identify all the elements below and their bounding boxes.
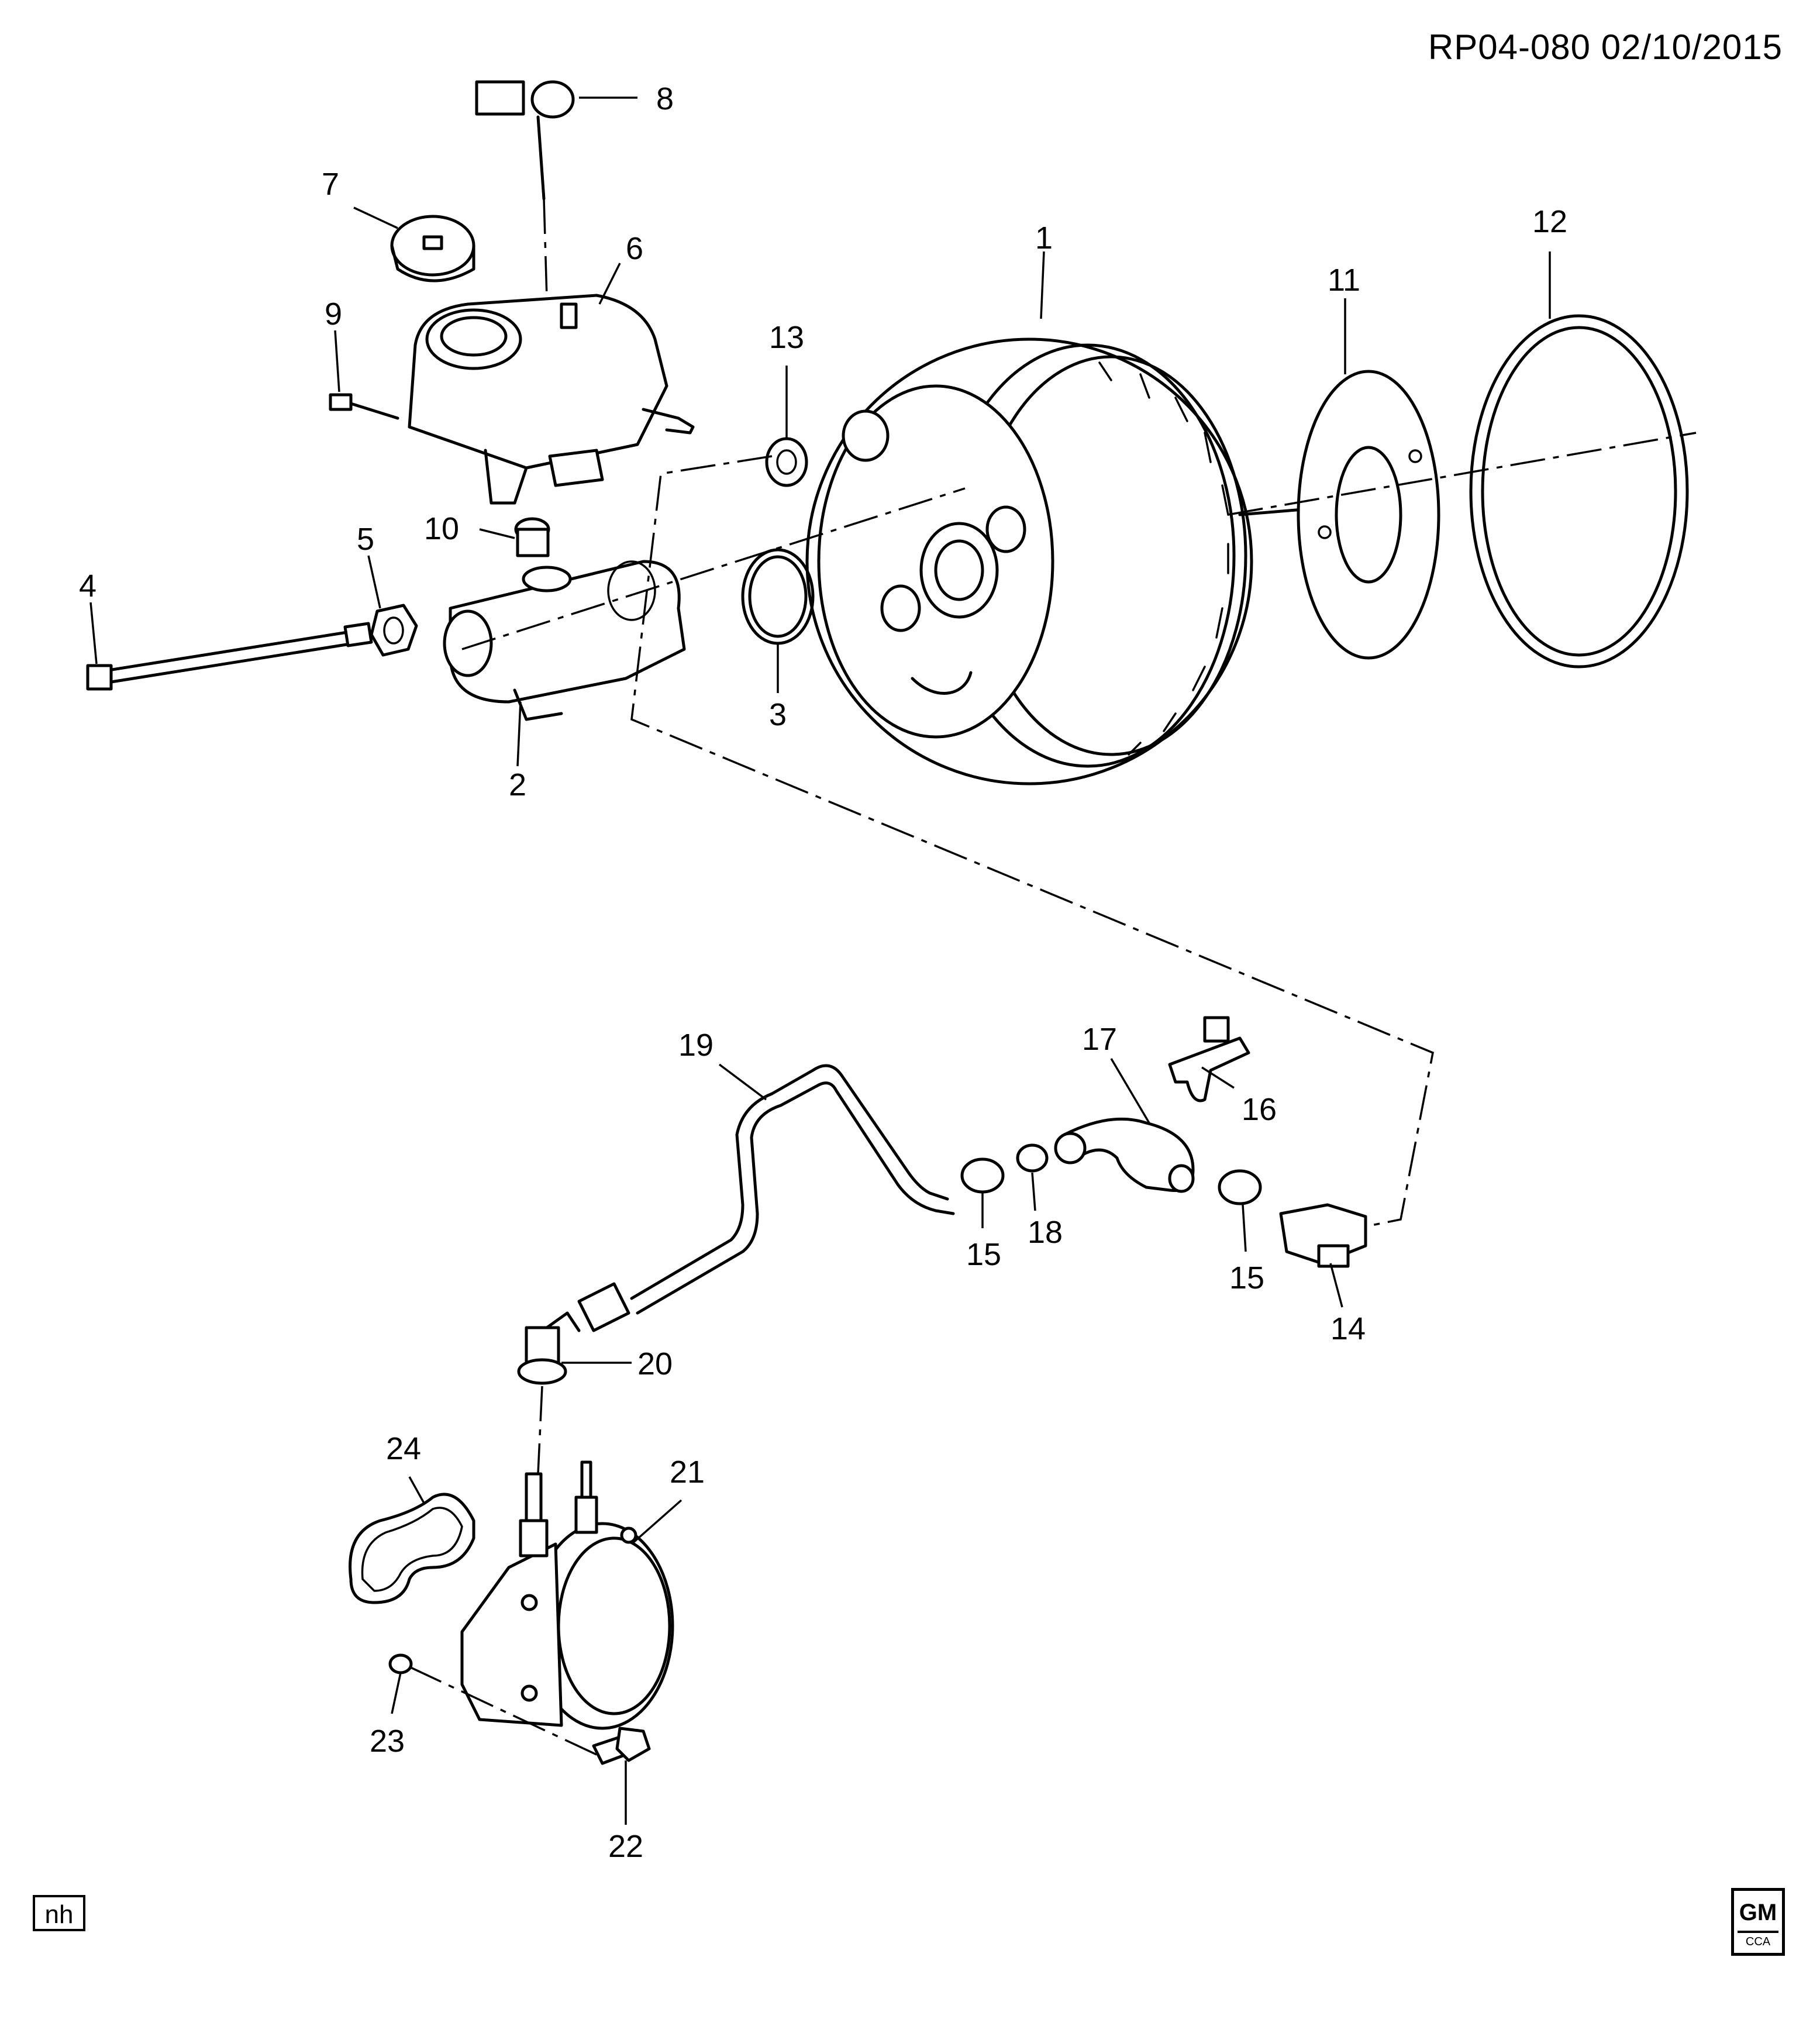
callout-labels: 1 2 3 4 5 6 7 8 9 10 11 12 13 14 15 15 1… xyxy=(79,81,1567,1864)
callout-20: 20 xyxy=(637,1346,673,1381)
callout-7: 7 xyxy=(322,167,339,202)
diagram-reference-code: RP04-080 02/10/2015 xyxy=(1428,27,1783,67)
callout-18: 18 xyxy=(1028,1215,1063,1250)
hose-clamp xyxy=(960,1157,1262,1205)
callout-3: 3 xyxy=(769,697,787,732)
callout-2: 2 xyxy=(509,767,526,802)
callout-8: 8 xyxy=(656,81,674,116)
brake-line-pipe xyxy=(86,622,373,691)
callout-16: 16 xyxy=(1242,1092,1277,1127)
bolt xyxy=(592,1727,651,1765)
vacuum-check-valve xyxy=(1279,1203,1367,1268)
booster-seal xyxy=(1469,314,1689,669)
clip xyxy=(1168,1016,1250,1102)
vacuum-pump xyxy=(460,1460,674,1730)
vacuum-hose xyxy=(1054,1117,1195,1193)
fitting xyxy=(1016,1143,1049,1173)
grommet xyxy=(514,517,550,557)
callout-15-left: 15 xyxy=(966,1237,1001,1272)
o-ring-seal xyxy=(741,548,815,645)
pump-gasket xyxy=(349,1493,475,1604)
callout-4: 4 xyxy=(79,568,96,604)
callout-23: 23 xyxy=(370,1724,405,1759)
leader-lines xyxy=(89,97,1551,1825)
reservoir-pin xyxy=(329,393,399,420)
gm-logo-subtext: CCA xyxy=(1745,1935,1771,1948)
pipe-connector xyxy=(517,1311,581,1474)
dowel xyxy=(388,1653,413,1674)
callout-10: 10 xyxy=(424,511,459,546)
vacuum-pipe xyxy=(577,1064,955,1332)
callout-17: 17 xyxy=(1082,1022,1117,1057)
callout-6: 6 xyxy=(626,231,643,266)
callout-11: 11 xyxy=(1328,263,1360,298)
brake-booster xyxy=(805,337,1330,785)
callout-14: 14 xyxy=(1330,1311,1366,1346)
callout-21: 21 xyxy=(670,1455,705,1490)
callout-1: 1 xyxy=(1035,220,1053,256)
master-cylinder xyxy=(443,487,966,721)
illustrator-initials-box: nh xyxy=(33,1895,85,1931)
callout-5: 5 xyxy=(357,522,374,557)
reservoir-cap xyxy=(390,215,475,282)
callout-13: 13 xyxy=(769,320,804,355)
callout-15-right: 15 xyxy=(1229,1260,1264,1295)
fluid-reservoir xyxy=(408,294,695,505)
callout-19: 19 xyxy=(678,1028,713,1063)
nut xyxy=(370,604,418,657)
callout-9: 9 xyxy=(325,297,342,332)
callout-24: 24 xyxy=(386,1431,421,1466)
booster-gasket xyxy=(1297,370,1440,660)
gm-logo: GM CCA xyxy=(1731,1888,1785,1956)
fluid-level-sensor xyxy=(475,80,575,299)
callout-12: 12 xyxy=(1532,204,1567,239)
booster-grommet xyxy=(765,437,808,487)
callout-22: 22 xyxy=(608,1829,643,1864)
gm-logo-text: GM xyxy=(1738,1894,1778,1933)
